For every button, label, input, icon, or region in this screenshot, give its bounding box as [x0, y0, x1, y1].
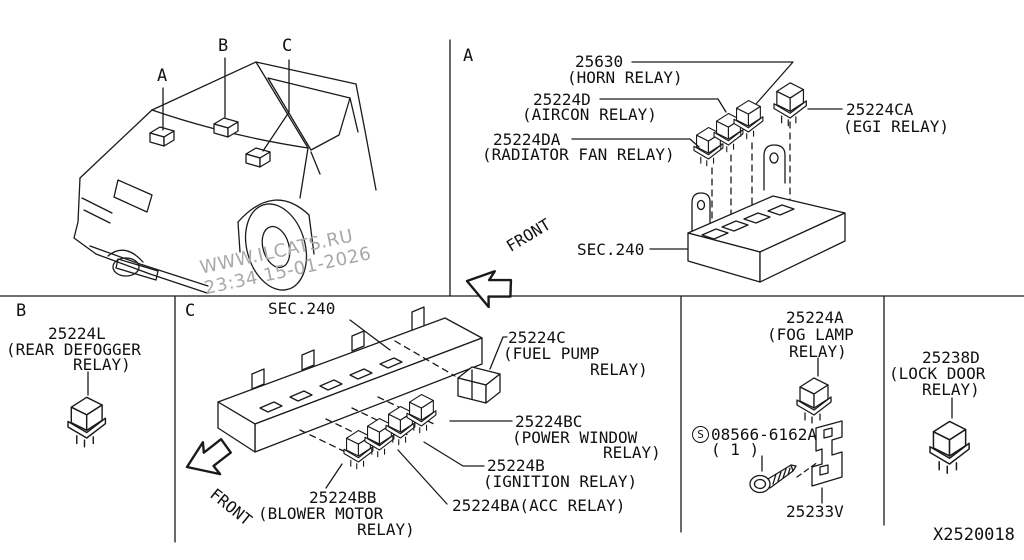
egi-relay-code: 25224CA [846, 100, 914, 119]
car-marker-leader-lines [162, 57, 290, 152]
car-relay-location-b [213, 117, 239, 138]
relay-bracket-sec240 [687, 144, 846, 283]
fog-lamp-relay-code: 25224A [786, 308, 844, 327]
power-window-relay-name-line2: RELAY) [603, 443, 661, 462]
front-direction-arrow [179, 432, 238, 486]
car-marker-b: B [218, 36, 229, 56]
fuel-pump-relay-icon [457, 366, 501, 404]
ignition-relay-code: 25224B [487, 456, 545, 475]
fog-lamp-relay-name-line1: (FOG LAMP [767, 325, 854, 344]
power-window-relay-name-line1: (POWER WINDOW [512, 428, 638, 447]
fuel-pump-relay-name-line2: RELAY) [590, 360, 648, 379]
panel-a-drawing [460, 61, 846, 314]
fuel-pump-relay-name-line1: (FUEL PUMP [503, 344, 600, 363]
diagram-code: X2520018 [933, 525, 1015, 545]
fuse-box-dashed-guides [299, 340, 456, 459]
aircon-relay-code: 25224D [533, 90, 591, 109]
panel-a-marker: A [463, 46, 474, 66]
car-relay-location-c [245, 147, 271, 168]
panel-b-drawing [67, 371, 107, 448]
lock-door-relay-name-line2: RELAY) [922, 380, 980, 399]
screw-symbol-icon: S [692, 426, 709, 443]
lock-door-relay-code: 25238D [922, 348, 980, 367]
egi-relay-icon [773, 82, 807, 127]
fog-lamp-relay-icon [796, 377, 832, 424]
blower-motor-relay-name-line1: (BLOWER MOTOR [258, 504, 384, 523]
panel-b-marker: B [16, 301, 27, 321]
panel-c-drawing [179, 306, 513, 505]
rear-defogger-relay-icon [67, 396, 107, 448]
panel-a-leader-lines [571, 61, 843, 250]
front-direction-arrow [460, 263, 518, 314]
ignition-relay-name: (IGNITION RELAY) [483, 472, 638, 491]
fog-lamp-relay-name-line2: RELAY) [789, 342, 847, 361]
egi-relay-name: (EGI RELAY) [843, 117, 949, 136]
panel-divider-lines [0, 39, 1024, 543]
rear-defogger-relay-name-line1: (REAR DEFOGGER [6, 340, 141, 359]
bracket-code: 25233V [786, 502, 844, 521]
screw-icon [749, 464, 797, 494]
car-drawing [73, 57, 377, 294]
car-relay-location-a [149, 126, 175, 147]
screw-part-code: 08566-6162A [711, 425, 817, 444]
sec240-reference: SEC.240 [577, 240, 645, 259]
horn-relay-name: (HORN RELAY) [567, 68, 683, 87]
power-window-relay-code: 25224BC [515, 412, 583, 431]
horn-relay-code: 25630 [575, 52, 624, 71]
radiator-fan-relay-name: (RADIATOR FAN RELAY) [482, 145, 675, 164]
rear-defogger-relay-code: 25224L [48, 324, 106, 343]
blower-motor-relay-code: 25224BB [309, 488, 377, 507]
screw-quantity: ( 1 ) [711, 440, 760, 459]
panel-c-leader-lines [325, 319, 513, 505]
car-marker-a: A [157, 66, 168, 86]
lock-door-relay-name-line1: (LOCK DOOR [889, 364, 986, 383]
fuse-box-sec240 [217, 306, 483, 453]
rear-defogger-relay-name-line2: RELAY) [73, 355, 131, 374]
sec240-reference: SEC.240 [268, 299, 336, 318]
aircon-relay-name: (AIRCON RELAY) [522, 105, 657, 124]
fuel-pump-relay-code: 25224C [508, 328, 566, 347]
radiator-fan-relay-code: 25224DA [493, 130, 561, 149]
panel-c-marker: C [185, 301, 196, 321]
acc-relay-label: 25224BA(ACC RELAY) [452, 496, 626, 515]
screw-dashed-guide [796, 461, 819, 478]
lock-door-relay-icon [929, 420, 970, 474]
car-marker-c: C [282, 36, 293, 56]
lock-door-panel-drawing [929, 397, 970, 474]
blower-motor-relay-name-line2: RELAY) [357, 520, 415, 539]
mounting-bracket-icon [811, 420, 843, 487]
fog-lamp-panel-drawing [749, 357, 843, 504]
